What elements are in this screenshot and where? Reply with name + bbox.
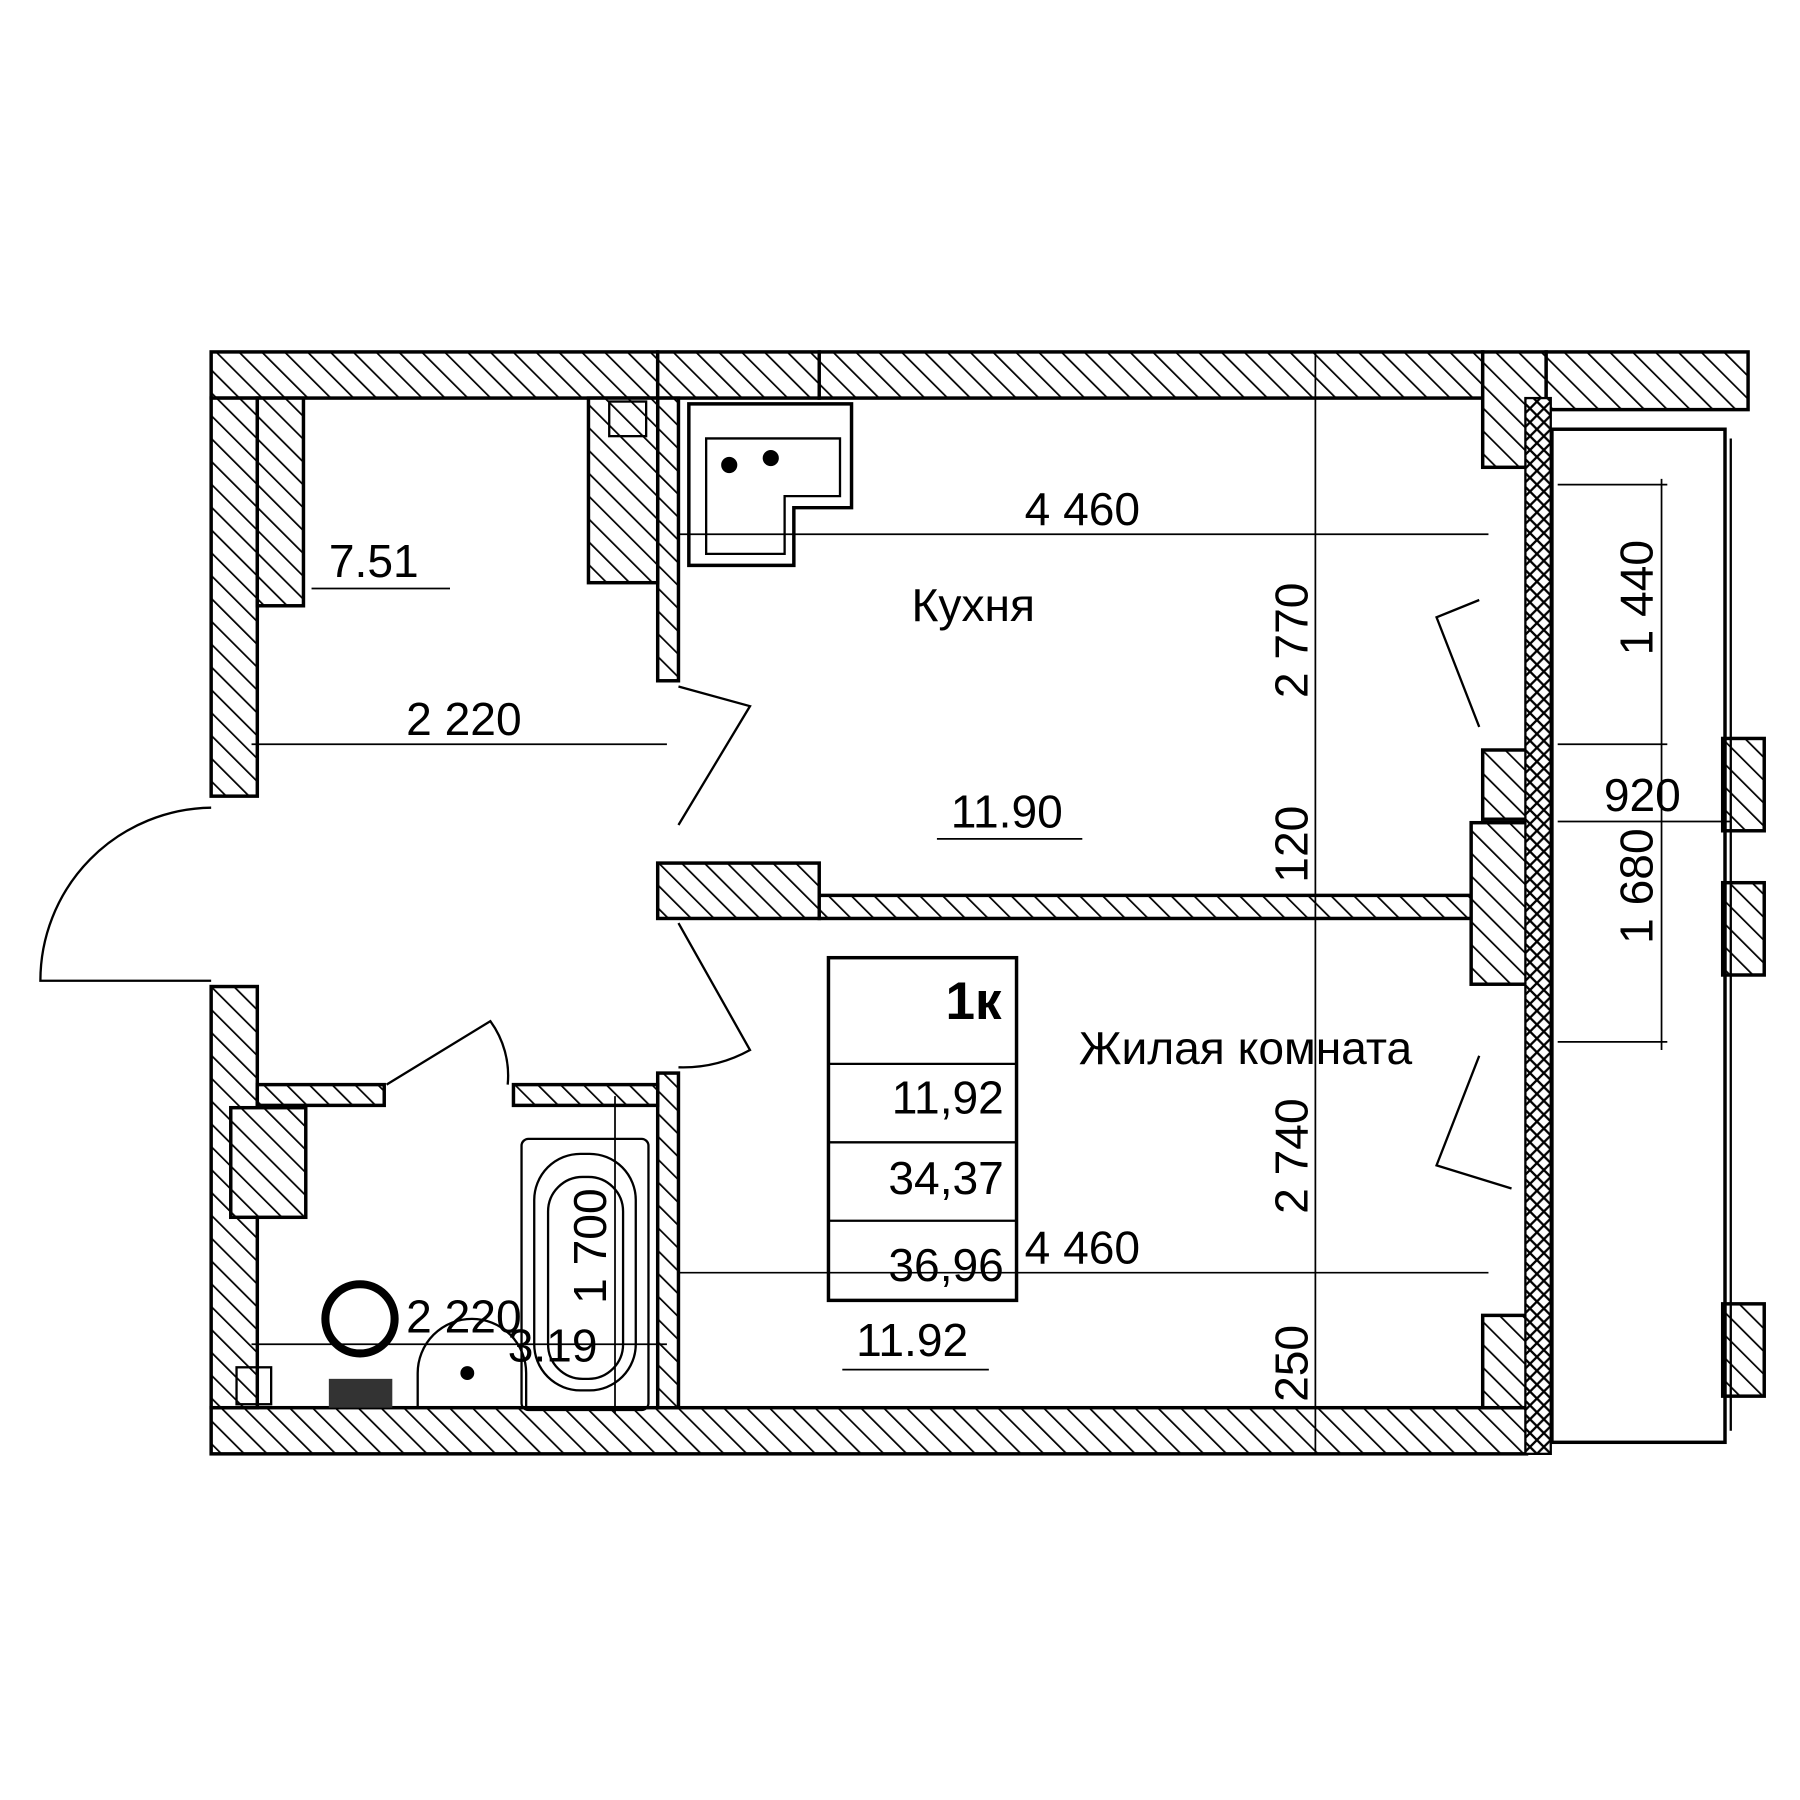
washbasin: [416, 1317, 528, 1408]
bath-width-dim: 2 220: [406, 1291, 521, 1343]
summary-table: 1к 11,92 34,37 36,96: [826, 955, 1019, 1303]
window-bottom-dim: 1 680: [1610, 828, 1662, 943]
apartment-type: 1к: [945, 972, 1002, 1031]
window-top-dim: 1 440: [1610, 540, 1662, 655]
total-area-with-balcony: 36,96: [888, 1239, 1003, 1291]
bathtub: [520, 1137, 650, 1412]
balcony-depth-dim: 920: [1604, 769, 1681, 821]
living-name: Жилая комната: [1079, 1022, 1413, 1074]
kitchen-depth-dim: 2 770: [1265, 583, 1317, 698]
living-area: 11.92: [856, 1314, 968, 1366]
living-width-dim: 4 460: [1025, 1221, 1140, 1273]
balcony: [1550, 427, 1727, 1445]
hall-area: 7.51: [329, 535, 419, 587]
living-depth-dim: 2 740: [1265, 1098, 1317, 1213]
kitchen-sink: [687, 402, 854, 568]
outer-wall-dim: 250: [1265, 1325, 1317, 1402]
kitchen-width-dim: 4 460: [1025, 483, 1140, 535]
riser-icon: [608, 400, 648, 438]
doors[interactable]: [39, 598, 1512, 1190]
riser-icon: [235, 1366, 273, 1406]
bathtub-length-dim: 1 700: [564, 1188, 616, 1303]
hall-width-dim: 2 220: [406, 693, 521, 745]
kitchen-name: Кухня: [912, 579, 1036, 631]
total-area: 34,37: [888, 1152, 1003, 1204]
dimension-lines: [251, 351, 1731, 1454]
living-area-total: 11,92: [892, 1071, 1004, 1123]
partition-dim: 120: [1265, 806, 1317, 883]
bath-area: 3.19: [508, 1320, 598, 1372]
toilet: [321, 1280, 399, 1408]
walls: [209, 350, 1766, 1456]
kitchen-area: 11.90: [951, 785, 1063, 837]
